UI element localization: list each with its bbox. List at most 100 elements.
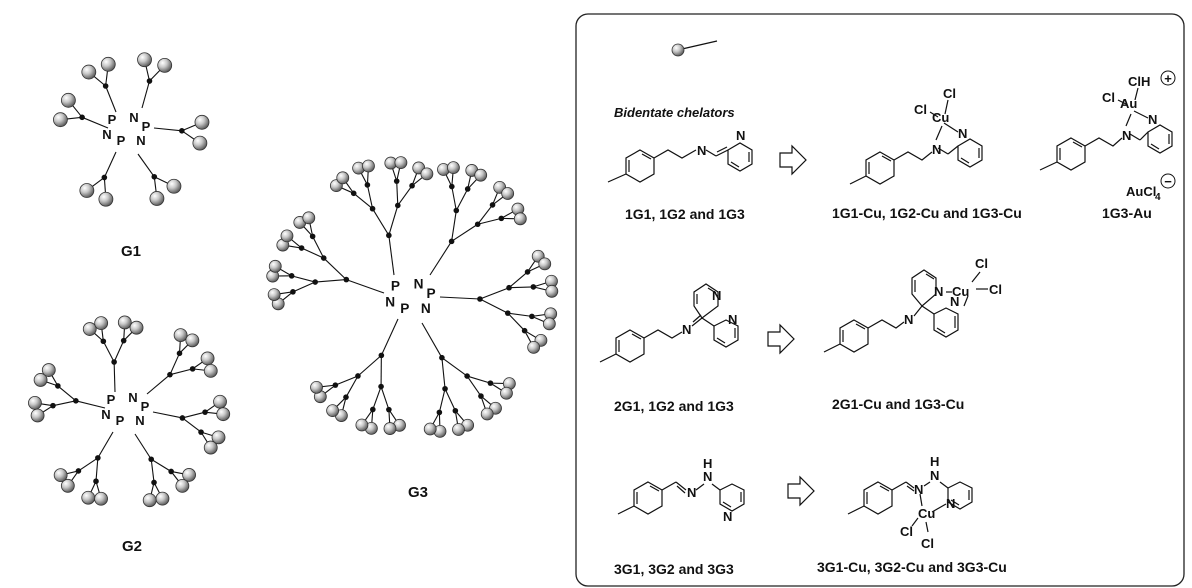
dendrimer-bond (137, 153, 155, 178)
terminal-sphere (117, 315, 132, 330)
terminal-sphere (33, 373, 48, 387)
dendrimer-bond (182, 417, 202, 433)
dendrimer-bond (479, 298, 509, 314)
dendrimer-bond (312, 236, 325, 259)
svg-text:Cl: Cl (914, 102, 927, 117)
dendrimer-bond (366, 184, 374, 209)
dendrimer-bond (103, 151, 117, 178)
dendrimer-bond (57, 385, 77, 402)
svg-text:Cl: Cl (989, 282, 1002, 297)
svg-text:N: N (950, 294, 959, 309)
svg-text:Cu: Cu (918, 506, 935, 521)
core-atom: N (414, 277, 424, 292)
svg-text:N: N (697, 143, 706, 158)
terminal-sphere (82, 322, 97, 336)
label-cu-complex-2: 2G1-Cu and 1G3-Cu (832, 396, 964, 412)
svg-text:Cu: Cu (952, 284, 969, 299)
dendrimer-bond (388, 235, 395, 276)
legend-ball-stick (671, 40, 718, 57)
dendrimer-bond (441, 357, 446, 389)
terminal-sphere (203, 440, 218, 455)
terminal-sphere (194, 114, 210, 130)
dendrimer-bond (466, 375, 482, 397)
terminal-sphere (100, 56, 116, 72)
dendrimer-bond (372, 208, 390, 236)
terminal-sphere (166, 178, 182, 194)
terminal-sphere (192, 135, 208, 151)
core-atom: N (385, 294, 395, 309)
dendrimer-bond (134, 433, 152, 460)
terminal-sphere (336, 171, 350, 185)
terminal-sphere (326, 404, 340, 418)
terminal-sphere (302, 211, 316, 225)
label-g1: G1 (121, 243, 141, 260)
terminal-sphere (155, 491, 170, 506)
dendrimer-bond (388, 205, 399, 236)
ligand-1-structure: N N (607, 128, 753, 183)
dendrimer-bond (146, 374, 171, 395)
svg-text:N: N (914, 482, 923, 497)
terminal-sphere (383, 422, 397, 435)
dendrimer-bond (150, 458, 172, 472)
terminal-sphere (61, 92, 76, 108)
svg-text:N: N (904, 312, 913, 327)
dendrimer-bond (97, 431, 114, 459)
core-atom: P (116, 413, 125, 428)
dendrimer-bond (357, 354, 382, 377)
dendrimer-bond (429, 241, 453, 276)
dendrimer-bond (438, 388, 446, 413)
svg-text:N: N (703, 469, 712, 484)
cu-complex-1-structure: N N Cu Cl Cl (849, 86, 983, 185)
dendrimer-bond (113, 361, 116, 393)
reaction-arrow-1 (779, 144, 807, 176)
terminal-sphere (268, 259, 282, 273)
label-g3: G3 (408, 484, 428, 501)
dendrimer-bond (507, 312, 532, 317)
dendrimer-bond (169, 353, 181, 375)
dendrimer-bond (397, 185, 413, 206)
dendrimer-bond (439, 296, 480, 300)
dendrimer-bond (509, 286, 534, 289)
label-cu-complex-3: 3G1-Cu, 3G2-Cu and 3G3-Cu (817, 559, 1007, 575)
svg-text:AuCl: AuCl (1126, 184, 1156, 199)
core-atom: P (117, 133, 126, 148)
core-atom: N (101, 407, 110, 422)
dendrimer-bond (150, 459, 155, 483)
cu-complex-2-structure: N N N Cu Cl Cl (823, 256, 1002, 353)
label-ligand-1: 1G1, 1G2 and 1G3 (625, 206, 745, 222)
reaction-arrow-2 (767, 323, 795, 355)
svg-text:Cl: Cl (1102, 90, 1115, 105)
core-atom: N (421, 301, 431, 316)
dendrimer-bond (105, 85, 117, 113)
dendrimer-bond (152, 411, 183, 419)
dendrimer-bond (113, 340, 125, 363)
terminal-sphere (423, 422, 437, 436)
terminal-sphere (203, 363, 218, 378)
dendrimer-bond (451, 210, 457, 242)
dendrimer-bond (81, 116, 109, 129)
terminal-sphere (173, 328, 188, 342)
dendrimer-bond (301, 247, 324, 259)
core-atom: N (128, 390, 137, 405)
terminal-sphere (513, 212, 527, 226)
terminal-sphere (474, 168, 488, 182)
core-atom: N (102, 127, 111, 142)
dendrimer-bond (291, 275, 316, 283)
dendrimer-bond (141, 80, 151, 109)
svg-text:Cl: Cl (975, 256, 988, 271)
panel-heading: Bidentate chelators (614, 105, 735, 120)
dendrimer-bond (345, 375, 359, 398)
ligand-2-structure: N N N (599, 283, 739, 363)
svg-text:N: N (687, 485, 696, 500)
core-atom: N (129, 110, 138, 125)
terminal-sphere (53, 468, 68, 483)
core-atom: P (142, 119, 151, 134)
terminal-sphere (185, 333, 200, 348)
svg-text:N: N (712, 288, 721, 303)
terminal-sphere (394, 156, 408, 170)
dendrimer-bond (52, 400, 76, 407)
dendrimer-bond (315, 279, 347, 283)
terminal-sphere (362, 159, 375, 173)
core-atom: P (400, 301, 409, 316)
dendrimer-bond (102, 340, 115, 363)
